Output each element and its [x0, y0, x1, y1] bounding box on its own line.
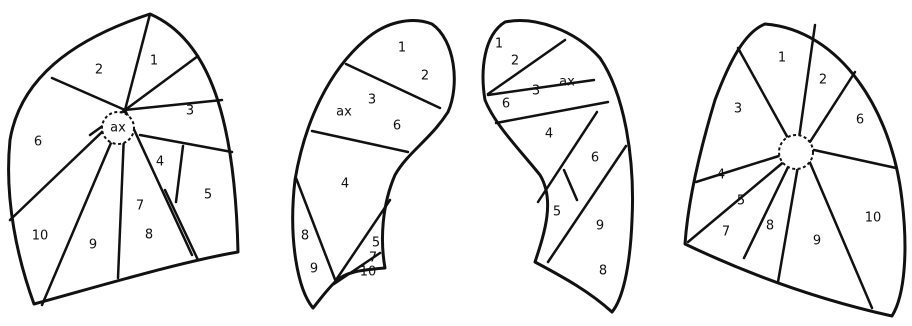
segment-label: 6	[502, 97, 510, 112]
segment-label: 6	[393, 119, 401, 134]
segment-label: 3	[368, 93, 376, 108]
segment-label: 2	[421, 69, 429, 84]
divider	[140, 135, 232, 152]
segment-label: 7	[369, 251, 377, 266]
divider	[125, 100, 222, 110]
segment-label: 10	[865, 211, 882, 226]
divider	[696, 155, 782, 182]
segment-label: 5	[372, 236, 380, 251]
segment-label: 6	[591, 151, 599, 166]
segment-label: 3	[734, 102, 742, 117]
divider	[165, 190, 198, 260]
segment-label: 3	[532, 84, 540, 99]
segment-label: 9	[89, 238, 97, 253]
segment-label: 1	[398, 41, 406, 56]
segment-label: 1	[150, 54, 158, 69]
segment-label: 2	[511, 54, 519, 69]
divider	[125, 110, 192, 255]
segment-label: 4	[156, 155, 164, 170]
segment-label: 4	[717, 168, 725, 183]
segment-label: 3	[186, 104, 194, 119]
segment-label: 8	[599, 264, 607, 279]
hub-circle	[779, 135, 813, 169]
segment-label: 6	[34, 135, 42, 150]
segment-label: 4	[341, 177, 349, 192]
divider	[564, 170, 577, 200]
segment-label: 8	[766, 219, 774, 234]
segment-label: 5	[204, 188, 212, 203]
divider	[799, 25, 815, 138]
divider	[814, 150, 896, 168]
divider	[538, 112, 597, 202]
segment-label: 8	[145, 228, 153, 243]
lung-panel-3: 1 2 6 3 ax 4 6 5 9 8	[483, 21, 632, 312]
segment-label: 5	[553, 205, 561, 220]
segment-label: 1	[495, 37, 503, 52]
segment-label: 10	[32, 229, 49, 244]
divider	[808, 72, 855, 145]
segment-label: 5	[737, 194, 745, 209]
lung-panel-2: 1 2 ax 3 6 4 5 7 10 8 9	[293, 21, 455, 308]
segment-label: 1	[778, 51, 786, 66]
lung-panel-1: 2 1 ax 3 6 4 5 10 9 7 8	[9, 14, 238, 305]
segment-label: 4	[545, 127, 553, 142]
segment-label: ax	[559, 75, 575, 90]
segment-label: 7	[722, 225, 730, 240]
lung-outline-3	[483, 21, 632, 312]
lung-panel-4: 1 2 3 6 4 5 7 8 9 10	[685, 24, 905, 316]
segment-label: 7	[136, 199, 144, 214]
segment-label: ax	[336, 105, 352, 120]
segment-label: 2	[95, 63, 103, 78]
segment-label: 2	[819, 73, 827, 88]
segment-label: 9	[596, 219, 604, 234]
segment-label: 8	[301, 229, 309, 244]
segment-label: 9	[813, 234, 821, 249]
divider	[52, 78, 125, 110]
segment-label: ax	[110, 121, 126, 136]
segment-label: 10	[360, 265, 377, 280]
segment-label: 6	[856, 113, 864, 128]
divider	[312, 131, 408, 152]
divider	[176, 146, 183, 202]
segment-label: 9	[310, 262, 318, 277]
